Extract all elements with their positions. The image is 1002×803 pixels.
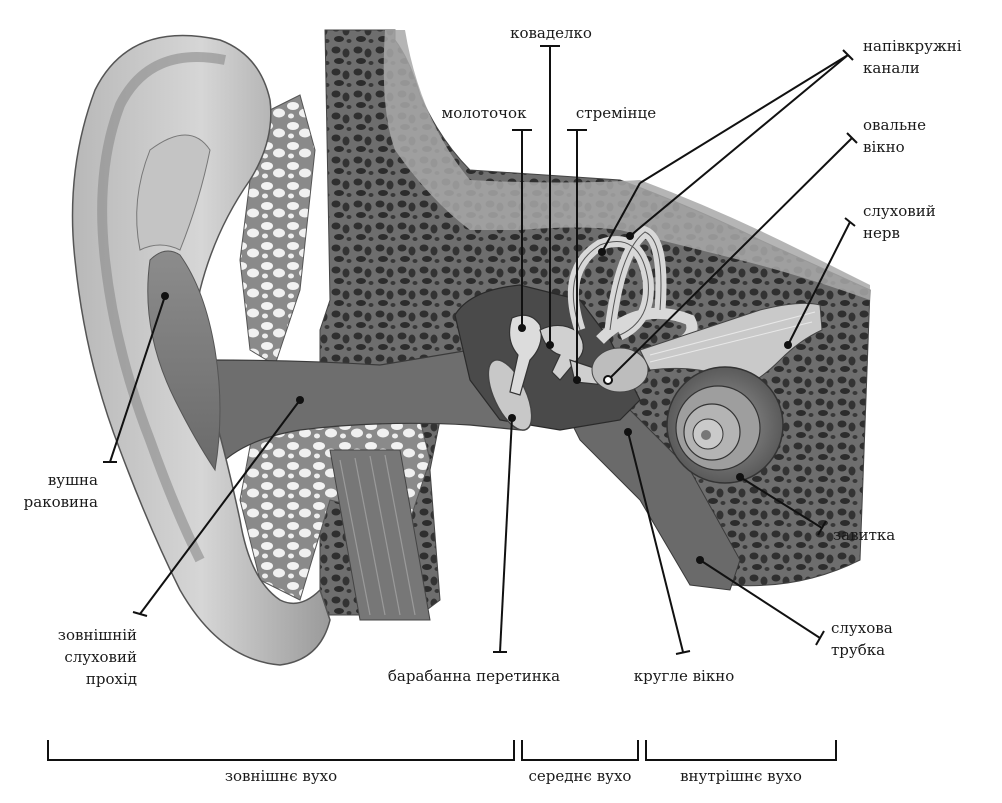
- ear-canal-shape: [209, 349, 521, 472]
- label-semicircular-2: канали: [863, 59, 920, 77]
- label-incus: коваделко: [510, 24, 592, 42]
- bracket-outer-ear: [47, 740, 515, 761]
- label-semicircular-1: напівкружні: [863, 37, 962, 55]
- label-oval-window-2: вікно: [863, 138, 905, 156]
- section-inner-ear: внутрішнє вухо: [680, 767, 802, 785]
- label-auditory-nerve-2: нерв: [863, 224, 900, 242]
- label-round-window: кругле вікно: [634, 667, 734, 685]
- label-ear-canal-2: слуховий: [64, 648, 137, 666]
- concha: [147, 250, 221, 472]
- label-oval-window-1: овальне: [863, 116, 926, 134]
- section-middle-ear: середнє вухо: [529, 767, 632, 785]
- label-stapes: стремінце: [576, 104, 656, 122]
- bracket-middle-ear: [521, 740, 639, 761]
- section-outer-ear: зовнішнє вухо: [225, 767, 337, 785]
- vestibule-shape: [591, 347, 649, 393]
- cochlea-shape: [666, 366, 784, 484]
- eustachian-tube-shape: [559, 399, 741, 591]
- bracket-inner-ear: [645, 740, 837, 761]
- section-brackets: [47, 740, 837, 761]
- muscle-band: [329, 449, 431, 621]
- leader-lines: [103, 45, 858, 655]
- label-eustachian-1: слухова: [831, 619, 893, 637]
- label-auricle-1: вушна: [48, 471, 98, 489]
- eardrum-shape: [487, 359, 533, 431]
- label-eustachian-2: трубка: [831, 641, 885, 659]
- antihelix: [136, 134, 211, 251]
- helix-rim: [97, 52, 226, 563]
- malleus-shape: [508, 314, 542, 396]
- label-auricle-2: раковина: [24, 493, 98, 511]
- label-cochlea: завитка: [833, 526, 895, 544]
- auricle-shape: [71, 34, 331, 666]
- label-ear-canal-3: прохід: [86, 670, 137, 688]
- bone-cortex-band: [383, 30, 870, 300]
- label-eardrum: барабанна перетинка: [388, 667, 560, 685]
- label-malleus: молоточок: [442, 104, 528, 122]
- label-ear-canal-1: зовнішній: [58, 626, 137, 644]
- label-auditory-nerve-1: слуховий: [863, 202, 936, 220]
